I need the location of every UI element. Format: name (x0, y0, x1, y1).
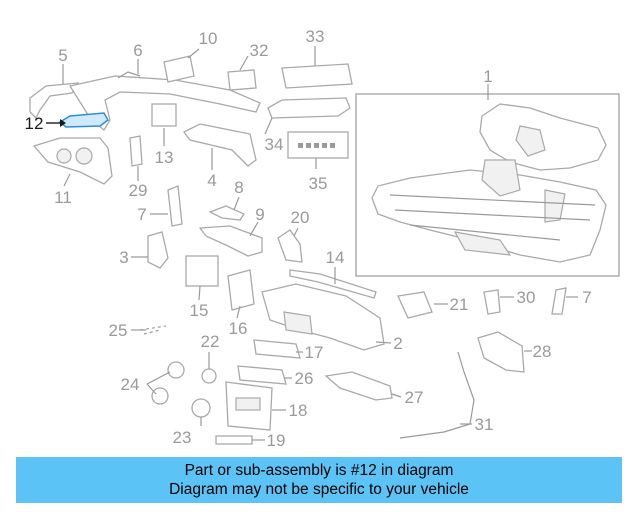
part-26 (237, 365, 287, 385)
part-13 (151, 103, 177, 127)
label-27: 27 (405, 388, 424, 407)
label-11: 11 (54, 188, 72, 207)
label-1: 1 (483, 67, 492, 86)
label-13: 13 (155, 148, 174, 167)
label-6: 6 (133, 41, 142, 60)
label-31: 31 (475, 415, 494, 434)
label-25: 25 (109, 321, 128, 340)
part-32 (227, 69, 257, 91)
label-7b: 7 (582, 288, 591, 307)
part-4 (183, 123, 257, 167)
part-17 (253, 339, 301, 359)
label-4: 4 (207, 171, 216, 190)
label-30: 30 (517, 288, 536, 307)
part-19 (215, 435, 253, 445)
part-10 (163, 55, 195, 83)
label-29: 29 (129, 181, 148, 200)
part-7a (167, 185, 183, 227)
label-21: 21 (450, 295, 469, 314)
label-15: 15 (190, 301, 209, 320)
label-5: 5 (58, 46, 67, 65)
part-20 (277, 229, 303, 263)
label-22: 22 (201, 332, 220, 351)
part-22 (201, 368, 217, 384)
label-9: 9 (255, 205, 264, 224)
part-33 (281, 63, 353, 89)
part-24b (151, 387, 169, 405)
label-24: 24 (121, 375, 140, 394)
leader-lines (62, 46, 578, 441)
part-11 (32, 137, 113, 185)
part-21 (397, 291, 433, 319)
part-1-frame (355, 93, 620, 277)
part-labels: 1 2 3 4 5 6 7 7 8 9 10 11 12 13 14 15 16… (25, 27, 592, 450)
part-34 (267, 97, 351, 119)
part-31 (399, 351, 475, 439)
part-29 (129, 135, 143, 167)
part-23 (191, 398, 211, 418)
part-15 (185, 255, 219, 287)
part-16 (227, 269, 255, 311)
part-9 (198, 225, 263, 257)
part-6 (68, 75, 261, 131)
label-16: 16 (229, 319, 248, 338)
label-32: 32 (250, 41, 269, 60)
part-14 (289, 269, 377, 299)
label-10: 10 (199, 29, 218, 48)
part-info-banner: Part or sub-assembly is #12 in diagram D… (16, 457, 622, 503)
label-14: 14 (326, 248, 345, 267)
part-8 (208, 205, 245, 221)
label-7a: 7 (137, 205, 146, 224)
part-3 (147, 231, 169, 269)
label-12: 12 (25, 114, 44, 133)
part-5 (29, 82, 80, 120)
label-3: 3 (119, 248, 128, 267)
label-17: 17 (305, 343, 324, 362)
part-7b (551, 287, 567, 315)
banner-line-1: Part or sub-assembly is #12 in diagram (184, 462, 454, 479)
part-28 (477, 331, 525, 373)
label-28: 28 (533, 342, 552, 361)
label-2: 2 (393, 334, 402, 353)
label-34: 34 (265, 135, 284, 154)
part-24a (167, 361, 185, 379)
label-26: 26 (295, 369, 314, 388)
part-12 (58, 112, 109, 128)
label-18: 18 (289, 401, 308, 420)
label-19: 19 (267, 431, 286, 450)
label-20: 20 (291, 208, 310, 227)
part-25 (139, 325, 167, 335)
label-33: 33 (306, 27, 325, 46)
label-8: 8 (234, 178, 243, 197)
part-30 (483, 289, 501, 315)
label-35: 35 (309, 174, 328, 193)
parts-diagram: 1 2 3 4 5 6 7 7 8 9 10 11 12 13 14 15 16… (25, 27, 620, 450)
banner-line-2: Diagram may not be specific to your vehi… (169, 481, 469, 498)
label-23: 23 (173, 428, 192, 447)
part-27 (324, 371, 393, 401)
